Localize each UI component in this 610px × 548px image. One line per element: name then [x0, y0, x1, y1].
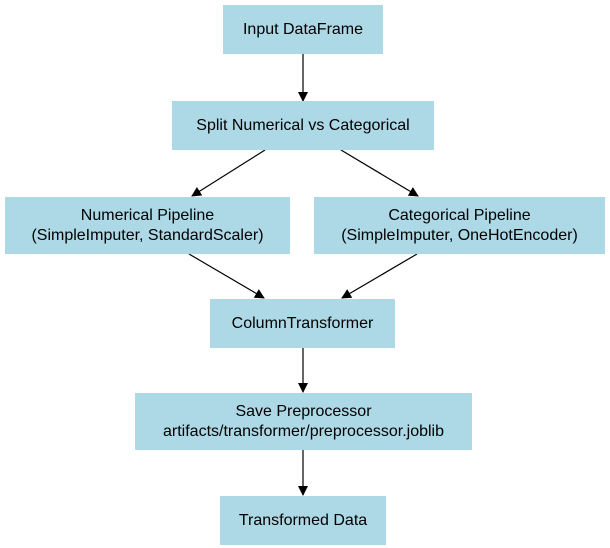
edge-split-to-numerical: [191, 149, 266, 197]
edge-split-to-categorical: [340, 149, 419, 197]
node-column-transformer: ColumnTransformer: [210, 299, 395, 348]
node-save-preprocessor: Save Preprocessor artifacts/transformer/…: [135, 393, 472, 450]
node-split-numerical-categorical: Split Numerical vs Categorical: [172, 101, 434, 150]
node-categorical-pipeline-title: Categorical Pipeline: [388, 206, 531, 224]
node-categorical-pipeline: Categorical Pipeline (SimpleImputer, One…: [314, 197, 605, 254]
edge-categorical-to-columntransformer: [341, 253, 418, 299]
node-split-label: Split Numerical vs Categorical: [196, 116, 410, 134]
node-save-preprocessor-title: Save Preprocessor: [235, 402, 372, 420]
node-numerical-pipeline: Numerical Pipeline (SimpleImputer, Stand…: [5, 197, 290, 254]
node-numerical-pipeline-steps: (SimpleImputer, StandardScaler): [31, 226, 264, 244]
node-input-dataframe-label: Input DataFrame: [242, 20, 364, 38]
node-categorical-pipeline-steps: (SimpleImputer, OneHotEncoder): [341, 226, 578, 244]
node-input-dataframe: Input DataFrame: [223, 5, 383, 54]
edge-numerical-to-columntransformer: [188, 253, 265, 299]
node-transformed-data: Transformed Data: [220, 496, 386, 545]
node-transformed-data-label: Transformed Data: [238, 511, 368, 529]
node-save-preprocessor-path: artifacts/transformer/preprocessor.jobli…: [163, 422, 444, 440]
node-column-transformer-label: ColumnTransformer: [231, 314, 374, 332]
node-numerical-pipeline-title: Numerical Pipeline: [80, 206, 215, 224]
